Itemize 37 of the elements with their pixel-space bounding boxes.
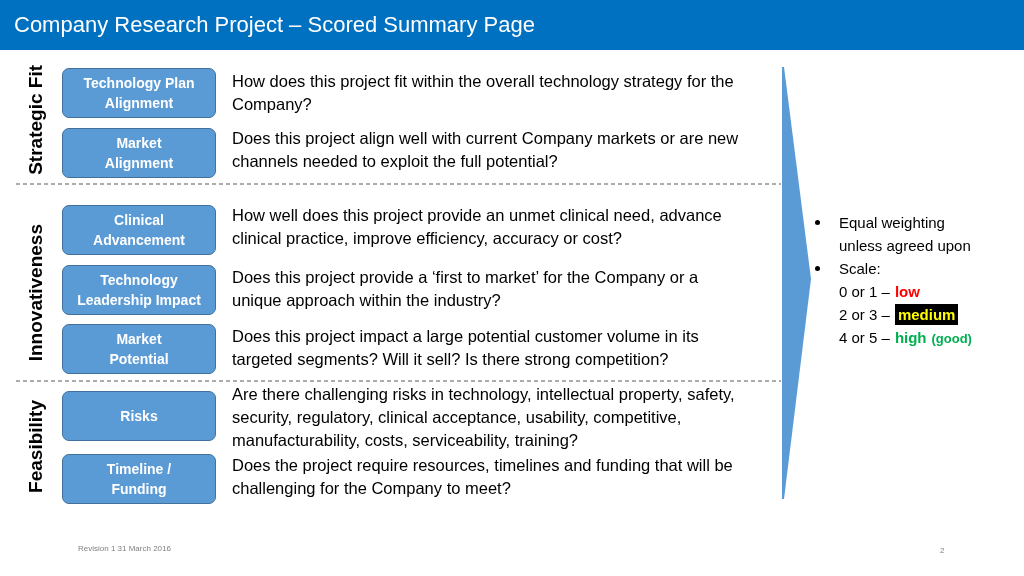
rating-word: low	[894, 282, 920, 302]
footer-text: Revision 1 31 March 2016	[78, 544, 171, 554]
criterion-box	[62, 205, 216, 255]
slide-title: Company Research Project – Scored Summary Page	[14, 11, 535, 39]
criterion-label: Risks	[120, 407, 158, 426]
bullet-text: Equal weighting unless agreed upon	[839, 213, 972, 256]
section-label: Feasibility	[24, 399, 47, 493]
question-text: Are there challenging risks in technology, intellectual property, safety, security, regulatory, clinical acceptance, usability, competitive, manufacturability, costs, serviceability, training?	[232, 384, 736, 451]
chevron-arrow	[781, 66, 812, 500]
criterion-label: Market Alignment	[103, 134, 175, 173]
question-text: Does this project impact a large potential customer volume in its targeted segments? Will it sell? Is there strong competition?	[232, 326, 700, 370]
question-text: Does this project align well with current Company markets or are new channels needed to exploit the full potential?	[232, 128, 740, 172]
section-label: Innovativeness	[24, 224, 47, 362]
section-label: Strategic Fit	[24, 65, 47, 175]
criterion-label: Technology Leadership Impact	[76, 271, 202, 310]
question-text: How well does this project provide an unmet clinical need, advance clinical practice, improve efficiency, accuracy or cost?	[232, 205, 723, 249]
criterion-label: Market Potential	[108, 330, 170, 369]
criterion-label: Clinical Advancement	[92, 211, 186, 250]
criterion-box	[62, 265, 216, 315]
rating-word: medium	[894, 304, 959, 325]
question-text: Does this project provide a ‘first to market’ for the Company or a unique approach within the industry?	[232, 267, 700, 311]
scale-text: 0 or 1 –	[839, 282, 890, 302]
criterion-box	[62, 454, 216, 504]
footer-text: 2	[940, 546, 945, 556]
scale-text: 2 or 3 –	[839, 305, 890, 325]
rating-note: (good)	[931, 330, 972, 348]
criterion-box	[62, 68, 216, 118]
scale-text: 4 or 5 –	[839, 328, 890, 348]
question-text: Does the project require resources, timelines and funding that will be challenging for the Company to meet?	[232, 455, 734, 499]
criterion-box	[62, 391, 216, 441]
rating-word: high	[894, 328, 927, 348]
question-text: How does this project fit within the overall technology strategy for the Company?	[232, 71, 735, 115]
bullet-text: Scale:	[839, 259, 882, 279]
criterion-label: Technology Plan Alignment	[82, 74, 196, 113]
criterion-label: Timeline / Funding	[105, 460, 173, 499]
criterion-box	[62, 128, 216, 178]
criterion-box	[62, 324, 216, 374]
